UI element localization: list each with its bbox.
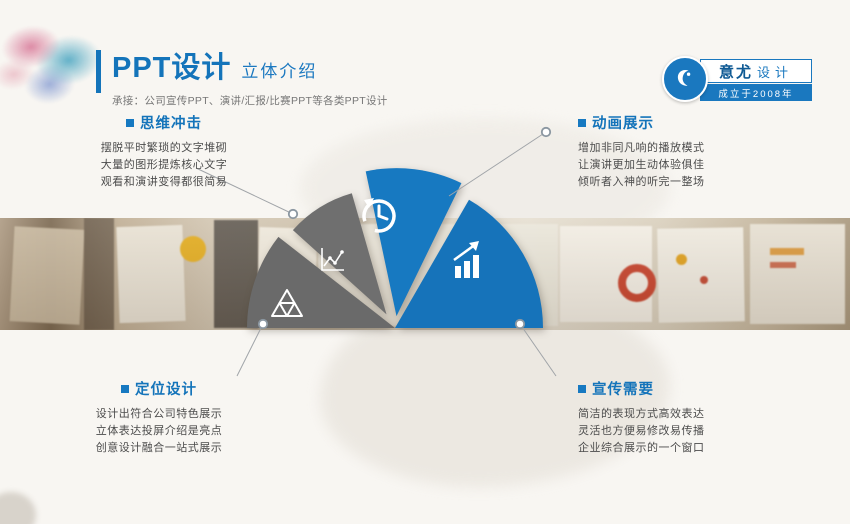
tagline: 承接：公司宣传PPT、演讲/汇报/比赛PPT等各类PPT设计	[112, 95, 388, 107]
logo-badge	[662, 56, 708, 102]
wedge-gray-upper	[292, 193, 387, 315]
strip-page	[560, 226, 652, 322]
section-animation-show: 动画展示 增加非同凡响的播放模式 让演讲更加生动体验俱佳 倾听者入神的听完一整场	[578, 112, 803, 191]
page-subtitle: 立体介绍	[241, 62, 318, 81]
section-title-row: 定位设计	[48, 378, 270, 399]
bullet-square-icon	[121, 384, 129, 393]
strip-page	[657, 227, 745, 323]
section-text-line: 倾听者入神的听完一整场	[578, 176, 705, 188]
section-text-line: 创意设计融合一站式展示	[95, 442, 223, 454]
section-text-line: 增加非同凡响的播放模式	[578, 142, 705, 154]
logo: 意尤 设计 成立于2008年	[662, 55, 812, 105]
section-positioning-design: 定位设计 设计出符合公司特色展示 立体表达投屏介绍是亮点 创意设计融合一站式展示	[48, 378, 270, 457]
strip-yellow-dot	[676, 254, 687, 265]
section-title-row: 宣传需要	[578, 378, 803, 399]
pyramid-outline-icon	[271, 289, 303, 317]
header-accent-bar	[96, 50, 101, 93]
section-text-line: 大量的图形提炼核心文字	[100, 159, 228, 171]
logo-name-box: 意尤 设计	[700, 59, 812, 83]
section-promotion-need: 宣传需要 简洁的表现方式高效表达 灵活也方便易修改易传播 企业综合展示的一个窗口	[578, 378, 803, 457]
bullet-square-icon	[126, 118, 134, 127]
section-text-line: 让演讲更加生动体验俱佳	[578, 159, 705, 171]
strip-red-dot	[700, 276, 708, 284]
strip-page	[750, 224, 845, 324]
strip-orange-bar	[770, 248, 804, 255]
bullet-square-icon	[578, 118, 586, 127]
section-text-line: 企业综合展示的一个窗口	[578, 442, 705, 454]
section-text-line: 灵活也方便易修改易传播	[578, 425, 705, 437]
page-title: PPT设计	[112, 52, 232, 84]
connector-bottom-left	[236, 323, 264, 377]
growth-bars-icon	[453, 241, 479, 278]
strip-red-bar	[770, 262, 796, 268]
section-mind-impact: 思维冲击 摆脱平时繁琐的文字堆砌 大量的图形提炼核心文字 观看和演讲变得都很简易	[58, 112, 270, 191]
fan-diagram	[247, 168, 543, 328]
section-title-row: 思维冲击	[58, 112, 270, 133]
section-title-row: 动画展示	[578, 112, 803, 133]
bird-swirl-icon	[677, 70, 691, 86]
strip-yellow-circle	[180, 236, 206, 262]
strip-shadow-block	[84, 218, 114, 330]
header: PPT设计 立体介绍 承接：公司宣传PPT、演讲/汇报/比赛PPT等各类PPT设…	[112, 44, 388, 108]
section-text-line: 摆脱平时繁琐的文字堆砌	[100, 142, 228, 154]
section-title: 定位设计	[135, 382, 197, 398]
section-title: 动画展示	[592, 116, 654, 132]
history-clock-icon	[362, 198, 396, 233]
section-title: 宣传需要	[592, 382, 654, 398]
strip-page	[9, 226, 85, 325]
logo-since-label: 成立于2008年	[700, 84, 812, 101]
section-title: 思维冲击	[140, 116, 202, 132]
corner-smudge	[0, 492, 36, 524]
bullet-square-icon	[578, 384, 586, 393]
logo-name-bold: 意尤	[718, 63, 753, 81]
strip-page	[116, 224, 186, 324]
line-chart-icon	[321, 248, 344, 271]
section-text-line: 观看和演讲变得都很简易	[100, 176, 228, 188]
section-text-line: 设计出符合公司特色展示	[95, 408, 223, 420]
section-text-line: 立体表达投屏介绍是亮点	[95, 425, 223, 437]
logo-name-light: 设计	[757, 64, 794, 80]
strip-red-ring-chart	[618, 264, 656, 302]
section-text-line: 简洁的表现方式高效表达	[578, 408, 705, 420]
wedge-gray-left	[247, 236, 395, 328]
